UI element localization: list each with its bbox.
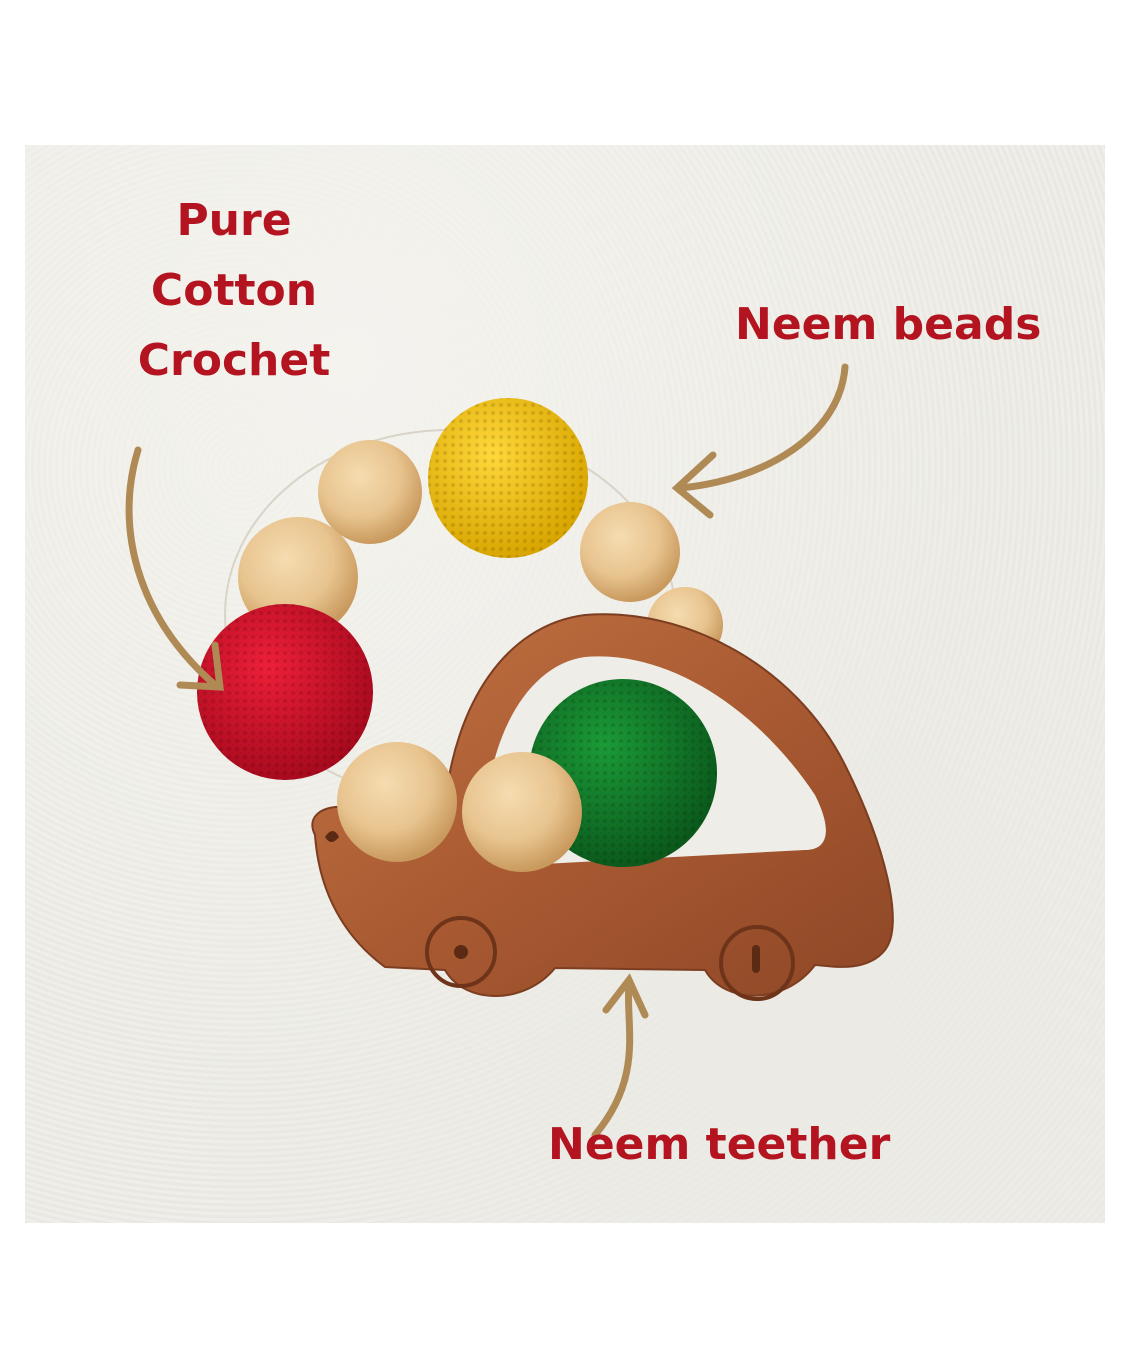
neem-beads-label: Neem beads [735, 299, 1042, 350]
crochet-ball-yellow [428, 398, 588, 558]
label-line: Pure [176, 195, 292, 246]
product-photo [25, 145, 1105, 1223]
neem-bead [337, 742, 457, 862]
teether-illustration [125, 363, 894, 1139]
pure-cotton-crochet-label: Pure Cotton Crochet [118, 186, 350, 396]
arrow-to-crochet-icon [125, 446, 224, 691]
label-line: Crochet [137, 335, 331, 386]
neem-bead [580, 502, 680, 602]
neem-bead [318, 440, 422, 544]
crochet-ball-red [197, 604, 373, 780]
arrow-to-beads-icon [671, 363, 849, 519]
neem-teether-label: Neem teether [548, 1119, 891, 1170]
neem-bead [462, 752, 582, 872]
arrow-to-teether-icon [591, 973, 649, 1139]
label-line: Cotton [150, 265, 318, 316]
